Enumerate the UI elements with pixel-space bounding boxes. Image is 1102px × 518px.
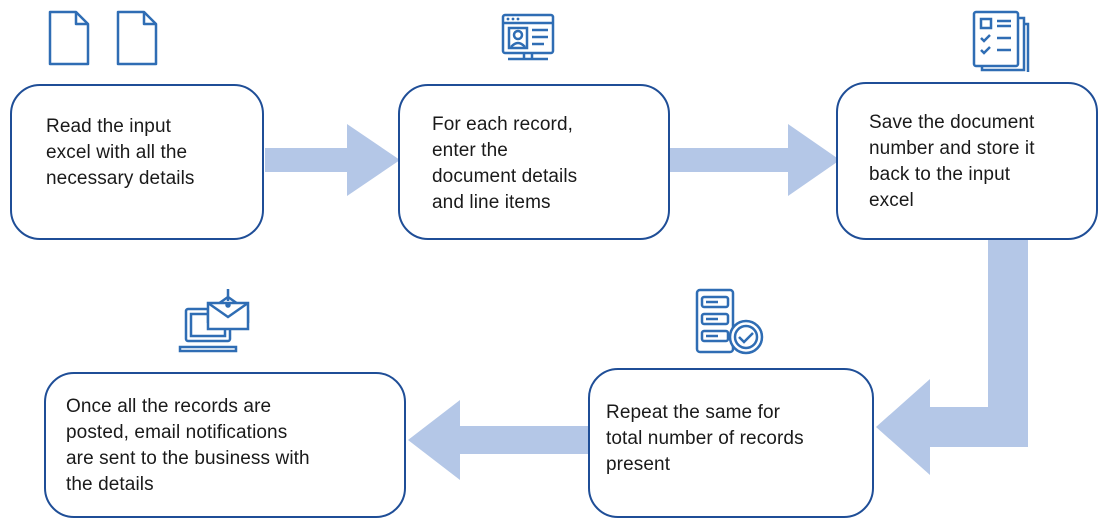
checklist-icon	[970, 10, 1032, 72]
arrow-enter-to-save	[670, 124, 840, 196]
step-repeat-text: Repeat the same for total number of reco…	[606, 402, 804, 475]
step-save-text: Save the document number and store it ba…	[869, 112, 1035, 211]
step-notify-text: Once all the records are posted, email n…	[66, 396, 310, 495]
step-read-box: Read the input excel with all the necess…	[10, 84, 264, 240]
step-repeat-box: Repeat the same for total number of reco…	[588, 368, 874, 518]
step-enter-text: For each record, enter the document deta…	[432, 114, 578, 213]
arrow-repeat-to-notify	[408, 400, 592, 480]
step-save-box: Save the document number and store it ba…	[836, 82, 1098, 240]
laptop-email-icon	[178, 283, 258, 357]
step-enter-box: For each record, enter the document deta…	[398, 84, 670, 240]
arrow-save-to-repeat	[870, 237, 1034, 492]
step-read-text: Read the input excel with all the necess…	[46, 116, 195, 189]
document-pair-icon	[46, 10, 166, 66]
arrow-read-to-enter	[265, 124, 400, 196]
step-notify-box: Once all the records are posted, email n…	[44, 372, 406, 518]
server-check-icon	[694, 287, 770, 357]
web-form-icon	[500, 12, 556, 64]
